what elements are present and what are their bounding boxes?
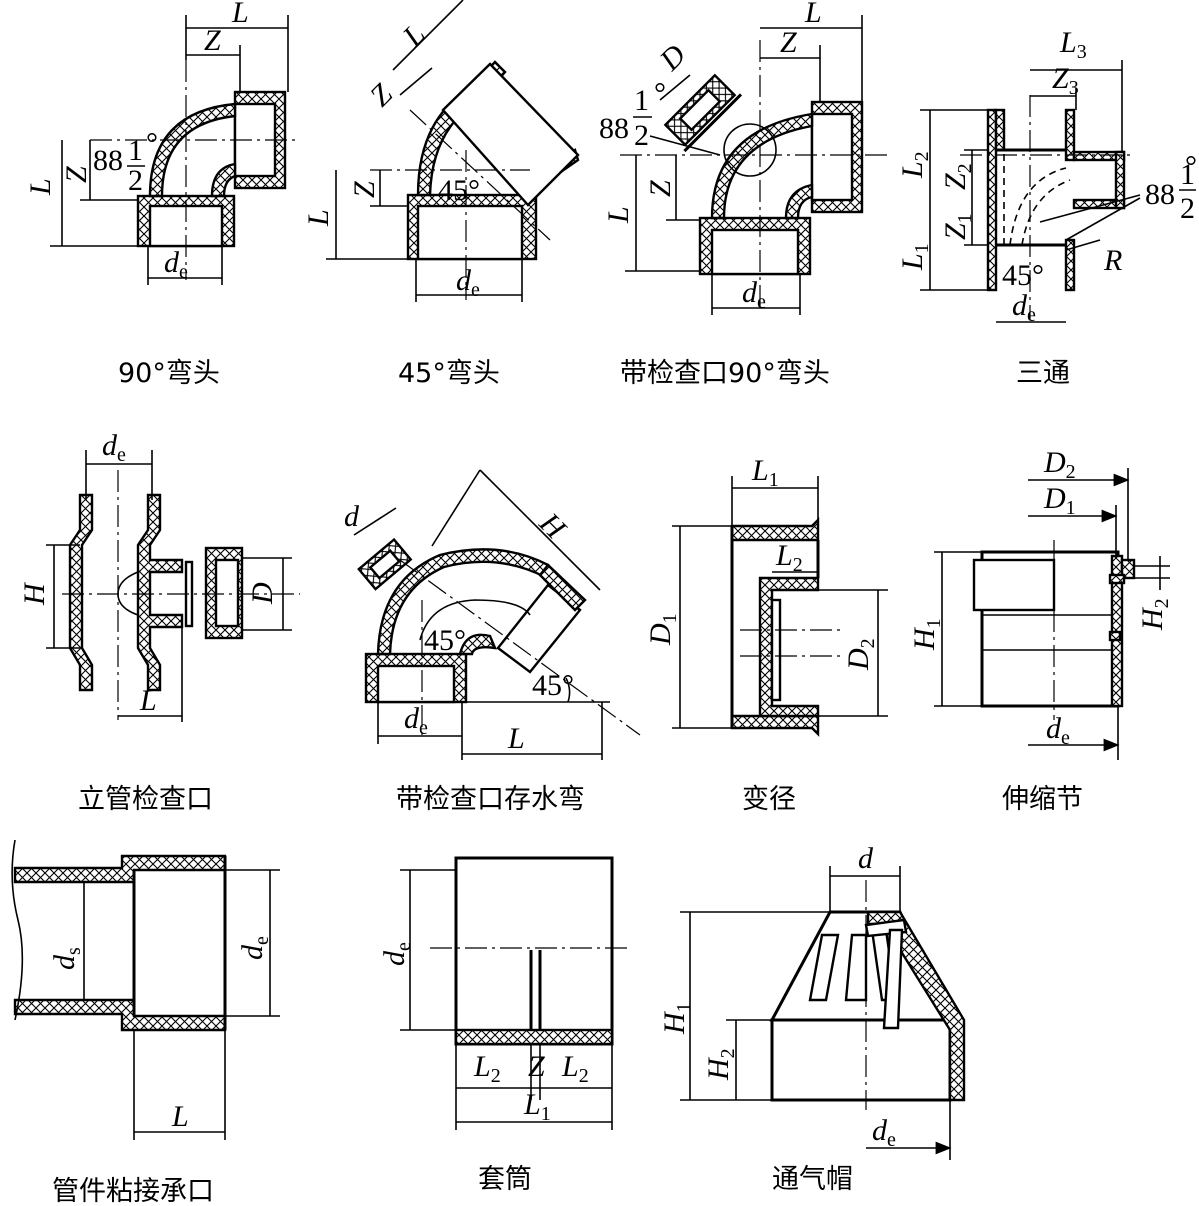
reducer-figure: L1 L2 D1 D2 (644, 454, 888, 737)
caption-elbow-45: 45°弯头 (398, 358, 500, 389)
angle-45-outer: 45° (532, 669, 574, 702)
angle-degree: ° (654, 77, 666, 110)
dim-L: L (804, 0, 822, 29)
dim-H1: H1 (908, 618, 945, 651)
expansion-joint-figure: D2 D1 H1 H2 de (908, 446, 1173, 760)
elbow-90-inspection-figure: L Z D 88 1 2 ° L Z de (599, 0, 890, 315)
dim-H1: H1 (658, 1002, 695, 1035)
angle-frac-num: 1 (634, 84, 649, 117)
dim-de: de (872, 1114, 896, 1151)
riser-inspection-figure: de H D L (18, 429, 300, 722)
dim-H: H (532, 506, 573, 547)
angle-45-inner: 45° (424, 624, 466, 657)
dim-L3: L3 (1059, 26, 1087, 63)
sleeve-figure: de L2 Z L2 L1 (378, 856, 630, 1130)
dim-Z: Z (528, 1050, 545, 1083)
tee-figure: L3 Z3 L2 L1 Z2 Z1 88 1 2 ° R 45° de (896, 26, 1197, 326)
caption-tee: 三通 (1016, 358, 1070, 389)
dim-L1: L1 (523, 1088, 551, 1125)
dim-D2: D2 (842, 638, 879, 671)
angle-frac-den: 2 (634, 119, 649, 152)
dim-L: L (171, 1100, 189, 1133)
dim-de: de (164, 246, 188, 283)
caption-elbow-90-inspection: 带检查口90°弯头 (620, 358, 830, 389)
dim-R: R (1103, 244, 1122, 277)
angle-frac-den: 2 (1180, 192, 1195, 225)
dim-Z1: Z1 (939, 213, 976, 240)
dim-Z: Z (780, 26, 797, 59)
dim-de: de (1046, 712, 1070, 749)
dim-Z-vertical: Z (60, 166, 93, 183)
dim-L-vertical: L (24, 178, 57, 196)
caption-riser-inspection: 立管检查口 (78, 784, 213, 815)
caption-vent-cap: 通气帽 (772, 1164, 853, 1195)
dim-L2-left: L2 (473, 1050, 501, 1087)
dim-d: d (858, 842, 874, 875)
angle-88: 88 (1145, 178, 1175, 211)
dim-de: de (102, 429, 126, 466)
dim-L-vertical: L (602, 206, 635, 224)
caption-trap-inspection: 带检查口存水弯 (396, 784, 585, 815)
angle-45: 45° (438, 174, 480, 207)
dim-L: L (231, 0, 249, 29)
dim-D1: D1 (1043, 482, 1076, 519)
dim-H2: H2 (1136, 598, 1173, 631)
vent-cap-figure: d H1 H2 de (658, 842, 966, 1160)
caption-socket: 管件粘接承口 (52, 1176, 214, 1206)
dim-de: de (456, 264, 480, 301)
dim-D: D (246, 582, 279, 605)
dim-H2: H2 (702, 1048, 739, 1081)
angle-frac-den: 2 (128, 164, 143, 197)
dim-Z-vertical: Z (644, 180, 677, 197)
dim-L1: L1 (751, 454, 779, 491)
dim-L: L (507, 722, 525, 755)
angle-88: 88 (599, 112, 629, 145)
caption-reducer: 变径 (742, 784, 796, 815)
angle-88: 88 (93, 144, 123, 177)
dim-H: H (18, 581, 51, 606)
dim-de: de (404, 702, 428, 739)
dim-L2: L2 (775, 539, 803, 576)
dim-de: de (236, 936, 273, 960)
trap-inspection-figure: H d 45° 45° de L (344, 469, 641, 760)
dim-de: de (742, 276, 766, 313)
caption-sleeve: 套筒 (478, 1164, 532, 1195)
angle-45: 45° (1002, 259, 1044, 292)
dim-Z: Z (204, 24, 221, 57)
dim-Z: Z (364, 78, 399, 113)
elbow-45-figure: L Z L Z 45° de (302, 0, 580, 302)
elbow-90-figure: L Z L Z 88 1 2 ° de (24, 0, 300, 285)
dim-d: d (344, 500, 360, 533)
dim-L: L (139, 684, 157, 717)
dim-D2: D2 (1043, 446, 1076, 483)
caption-elbow-90: 90°弯头 (118, 358, 220, 389)
dim-Z3: Z3 (1052, 62, 1079, 99)
dim-L2: L2 (896, 151, 933, 179)
dim-Z-vertical: Z (348, 181, 381, 198)
dim-Z2: Z2 (939, 163, 976, 190)
dim-L1: L1 (896, 243, 933, 271)
dim-ds: ds (48, 947, 85, 970)
caption-expansion-joint: 伸缩节 (1002, 784, 1083, 815)
dim-L2-right: L2 (561, 1050, 589, 1087)
dim-de: de (1012, 289, 1036, 326)
dim-D1: D1 (644, 613, 681, 646)
dim-D: D (653, 38, 693, 78)
angle-frac-num: 1 (1180, 158, 1195, 191)
angle-degree: ° (146, 127, 158, 160)
angle-degree: ° (1185, 150, 1197, 183)
dim-de: de (378, 942, 415, 966)
socket-figure: ds de L (11, 839, 280, 1140)
dim-L-vertical: L (302, 209, 335, 227)
angle-frac-num: 1 (128, 134, 143, 167)
